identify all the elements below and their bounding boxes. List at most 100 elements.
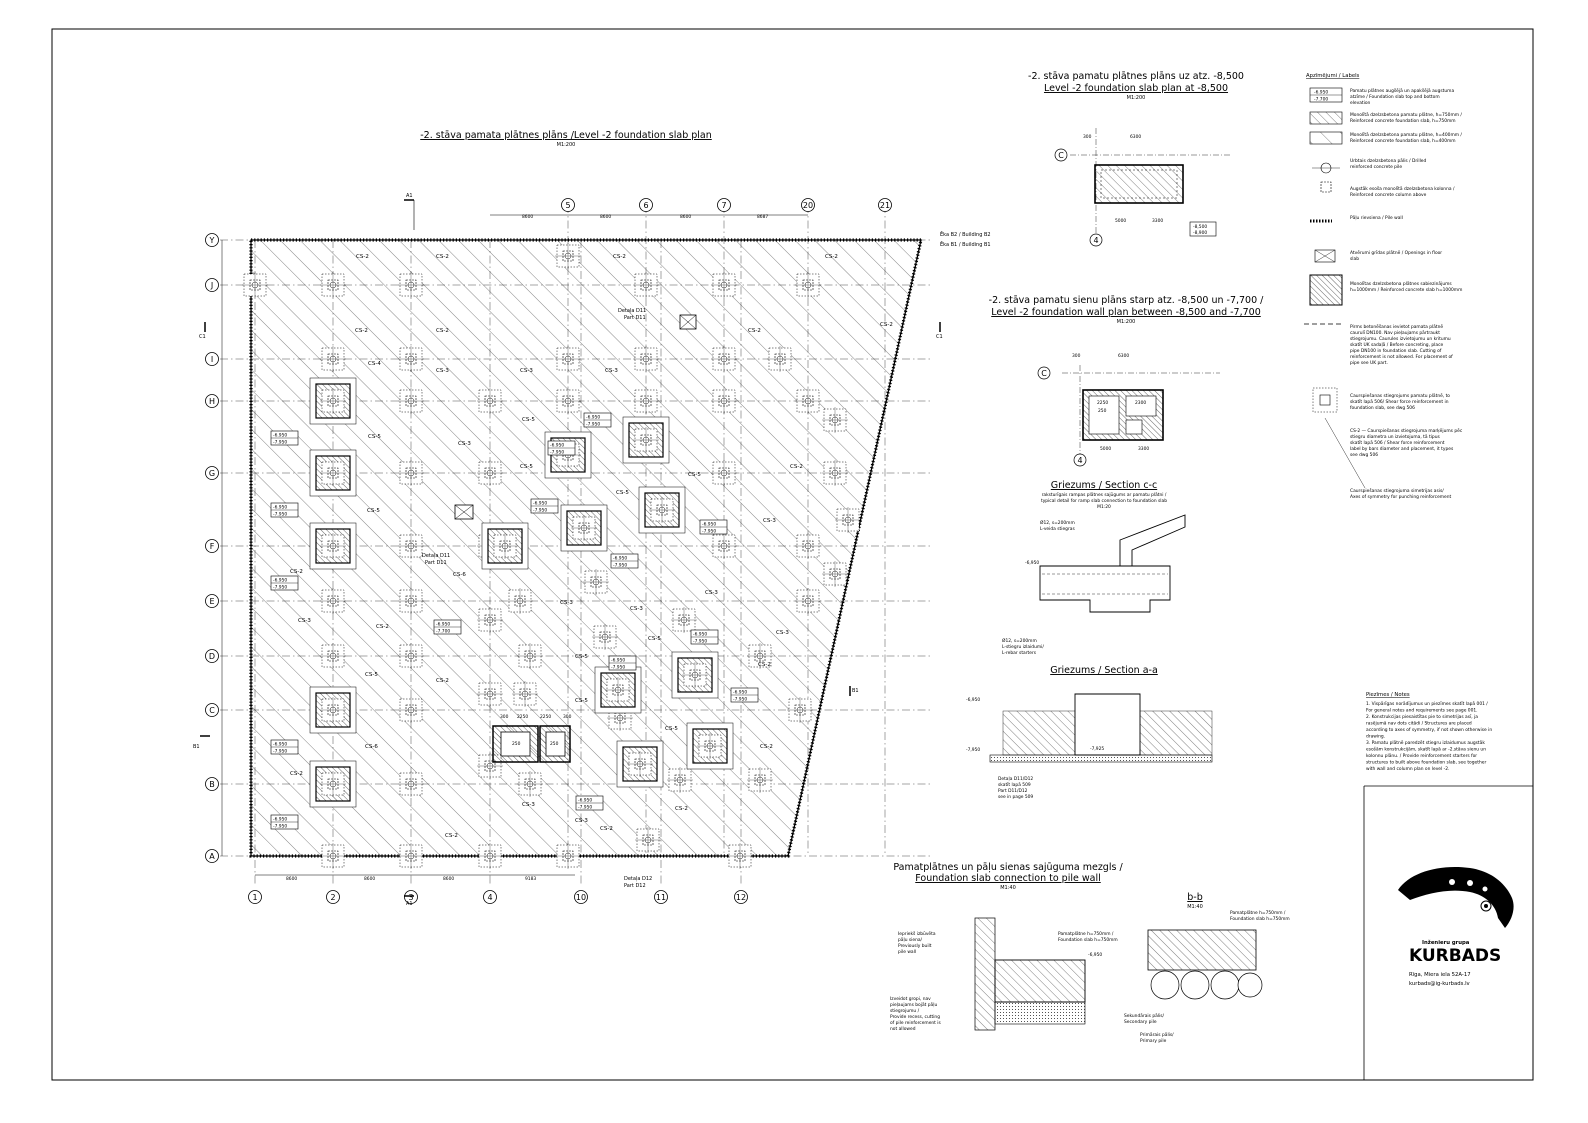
detail-label-d11-mid: Detaļa D11 — [422, 553, 450, 559]
cs-label: CS-5 — [365, 672, 378, 678]
svg-text:Level -2 foundation slab plan: Level -2 foundation slab plan at -8,500 — [1044, 83, 1228, 94]
cs-label: CS-3 — [436, 368, 449, 374]
svg-text:kurbads@ig-kurbads.lv: kurbads@ig-kurbads.lv — [1409, 981, 1470, 987]
svg-text:L-rebar starters: L-rebar starters — [1002, 650, 1037, 656]
svg-text:A1: A1 — [406, 901, 413, 907]
axis-bubble — [205, 649, 219, 663]
level-tag: -6.950-7.950 — [270, 575, 299, 591]
cs-label: CS-5 — [522, 417, 535, 423]
svg-text:Secondary pile: Secondary pile — [1124, 1019, 1157, 1025]
svg-text:b-b: b-b — [1187, 892, 1203, 903]
cs-label: CS-2 — [748, 328, 761, 334]
svg-text:Foundation slab h=750mm: Foundation slab h=750mm — [1230, 916, 1290, 922]
svg-text:4: 4 — [1093, 236, 1098, 245]
pile-group — [477, 607, 503, 633]
svg-text:-6.950: -6.950 — [702, 522, 716, 528]
svg-text:2300: 2300 — [1135, 400, 1146, 406]
svg-text:skatīt lapā 506 / Shear force: skatīt lapā 506 / Shear force reinforcem… — [1350, 440, 1445, 446]
slab-plan-8500: -2. stāva pamatu plātnes plāns uz atz. -… — [1028, 71, 1244, 247]
detail-label-d11-top-part: Part D11 — [624, 315, 646, 321]
svg-text:-7.950: -7.950 — [273, 585, 287, 591]
note-line: 1. Vispārīgas norādījumus un piezīmes sk… — [1366, 701, 1488, 707]
pile-group — [635, 827, 661, 853]
svg-text:see in page 509: see in page 509 — [998, 794, 1033, 800]
pile-group — [767, 346, 793, 372]
svg-text:Caurspiešanas stiegrojuma sime: Caurspiešanas stiegrojuma simetrijas asi… — [1350, 487, 1444, 494]
pile-group — [555, 388, 581, 414]
cs-label: CS-2 — [760, 744, 773, 750]
axis-label: Y — [209, 236, 215, 245]
sheet-frame — [51, 28, 1534, 1081]
svg-text:pipe see UK part.: pipe see UK part. — [1350, 360, 1388, 366]
svg-text:caurulī DN100. Nav pieļaujams: caurulī DN100. Nav pieļaujams pārtraukt — [1350, 330, 1440, 336]
svg-text:250: 250 — [550, 741, 559, 747]
pile-group — [398, 346, 424, 372]
svg-text:9183: 9183 — [525, 876, 536, 882]
svg-text:Urbtais dzelzsbetona pālis / D: Urbtais dzelzsbetona pālis / Drilled — [1350, 158, 1427, 164]
svg-text:-7.950: -7.950 — [578, 805, 592, 811]
axis-bubble — [801, 198, 815, 212]
note-line: kolonnu plānu. / Provide reinforcement s… — [1366, 753, 1477, 759]
pile-group — [711, 460, 737, 486]
svg-text:-2. stāva pamatu sienu plāns s: -2. stāva pamatu sienu plāns starp atz. … — [989, 295, 1265, 306]
level-tag: -6.950-7.950 — [690, 629, 719, 645]
svg-text:Detaļa D11/D12: Detaļa D11/D12 — [998, 776, 1033, 782]
pile-group — [242, 272, 268, 298]
svg-text:reinforced concrete pile: reinforced concrete pile — [1350, 164, 1402, 170]
axis-bubble — [205, 466, 219, 480]
svg-text:Pirms betonēšanas ievietot pam: Pirms betonēšanas ievietot pamata plātnē — [1350, 323, 1443, 330]
cs-label: CS-3 — [605, 368, 618, 374]
kurbads-logo-icon — [1398, 866, 1514, 928]
pile-group — [507, 588, 533, 614]
legend-item-punching: Caurspiešanas stiegrojums pamatu plātnē,… — [1312, 387, 1450, 413]
cs-label: CS-5 — [520, 464, 533, 470]
svg-text:Griezums / Section a-a: Griezums / Section a-a — [1050, 665, 1158, 676]
pile-group — [398, 460, 424, 486]
section-aa: Griezums / Section a-a -6,950 -7,950 -7,… — [966, 665, 1213, 800]
pile-group — [560, 504, 608, 552]
axis-label: 5 — [565, 201, 570, 210]
svg-text:2250: 2250 — [540, 714, 551, 720]
axis-bubble — [404, 890, 418, 904]
legend-item-cs-label: CS-2 — Caurspiešanas stiegrojuma marķēju… — [1350, 427, 1463, 458]
axis-label: 4 — [487, 893, 492, 902]
pile-group — [320, 346, 346, 372]
svg-text:M1:20: M1:20 — [1097, 504, 1111, 510]
svg-text:Pamatplātne h=750mm /: Pamatplātne h=750mm / — [1230, 910, 1286, 916]
axis-bubble — [483, 890, 497, 904]
note-line: 3. Pamatu plātnē paredzēt stiegru izlaid… — [1366, 740, 1485, 746]
note-line: esošām konstrukcijām, skatīt lapā ar -2.… — [1366, 746, 1486, 753]
pile-group — [477, 843, 503, 869]
svg-text:-6.950: -6.950 — [273, 505, 287, 511]
svg-text:C1: C1 — [199, 334, 206, 340]
axis-bubble — [561, 198, 575, 212]
svg-text:-6.950: -6.950 — [578, 798, 592, 804]
cs-label: CS-2 — [825, 254, 838, 260]
main-plan-scale: M1:200 — [557, 142, 576, 148]
level-tag: -6.950-7.950 — [730, 687, 759, 703]
svg-text:-6.950: -6.950 — [1314, 90, 1328, 96]
axis-label: F — [210, 542, 215, 551]
pile-group — [822, 407, 848, 433]
pile-group — [398, 843, 424, 869]
cs-label: CS-5 — [367, 508, 380, 514]
svg-text:4: 4 — [1077, 456, 1082, 465]
svg-text:skatīt UK sadaļā / Before conc: skatīt UK sadaļā / Before concreting, pl… — [1350, 342, 1443, 348]
svg-text:-7,950: -7,950 — [966, 747, 980, 753]
legend-item-thick-slab: Monolītas dzelzsbetona plātnes sabiezinā… — [1309, 274, 1462, 306]
svg-text:-6.950: -6.950 — [611, 658, 625, 664]
svg-text:stiegrojumu /: stiegrojumu / — [890, 1008, 920, 1014]
svg-text:-6.950: -6.950 — [436, 622, 450, 628]
axis-label: A — [209, 852, 215, 861]
cs-label: CS-5 — [616, 490, 629, 496]
svg-text:-6.950: -6.950 — [273, 817, 287, 823]
cs-label: CS-2 — [790, 464, 803, 470]
svg-text:Primary pile: Primary pile — [1140, 1038, 1167, 1044]
svg-text:Pāļu rievsiena / Pile wall: Pāļu rievsiena / Pile wall — [1350, 215, 1403, 221]
svg-text:-7.950: -7.950 — [550, 450, 564, 456]
cs-label: CS-3 — [298, 618, 311, 624]
legend-item-opening: Atvērumi grīdas plātnē / Openings in flo… — [1314, 249, 1442, 263]
pile-group — [795, 388, 821, 414]
pile-group — [616, 740, 664, 788]
pile-group — [477, 460, 503, 486]
